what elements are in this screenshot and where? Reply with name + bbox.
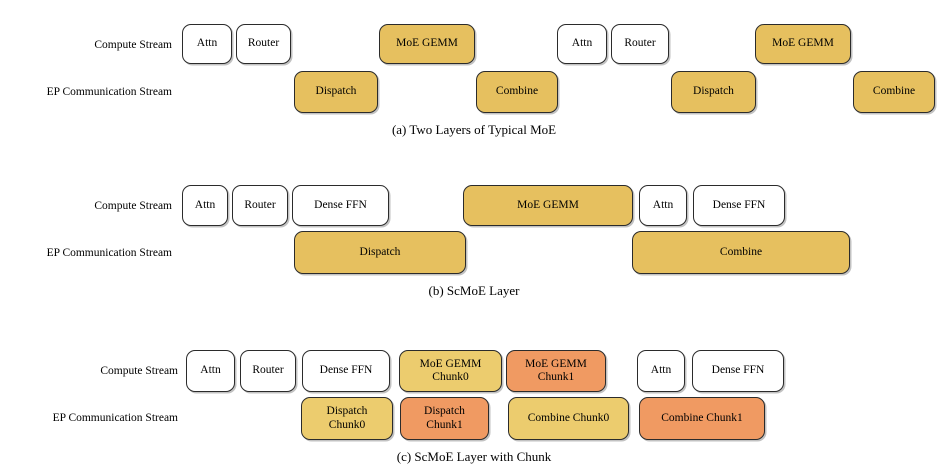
- compute-stream-label-c: Compute Stream: [100, 365, 178, 377]
- compute-stream-label-a: Compute Stream: [94, 39, 172, 51]
- block-dispatch-chunk1[interactable]: Dispatch Chunk1: [400, 397, 489, 440]
- block-moe-gemm-1[interactable]: MoE GEMM: [379, 24, 475, 64]
- block-combine-1[interactable]: Combine: [476, 71, 558, 113]
- block-router-1[interactable]: Router: [240, 350, 296, 392]
- block-attn-1[interactable]: Attn: [186, 350, 235, 392]
- ep-communication-stream-label-c: EP Communication Stream: [52, 412, 178, 424]
- panel-c: Compute Stream EP Communication Stream A…: [0, 330, 948, 474]
- block-dispatch-1[interactable]: Dispatch: [294, 231, 466, 274]
- block-combine-2[interactable]: Combine: [853, 71, 935, 113]
- panel-a: Compute Stream EP Communication Stream A…: [0, 0, 948, 140]
- caption-a: (a) Two Layers of Typical MoE: [391, 122, 557, 137]
- block-combine-chunk0[interactable]: Combine Chunk0: [508, 397, 629, 440]
- block-attn-2[interactable]: Attn: [557, 24, 607, 64]
- ep-communication-stream-label-a: EP Communication Stream: [46, 86, 172, 98]
- block-router-1[interactable]: Router: [232, 185, 288, 226]
- block-dense-ffn-1[interactable]: Dense FFN: [302, 350, 390, 392]
- block-attn-2[interactable]: Attn: [637, 350, 685, 392]
- block-router-1[interactable]: Router: [236, 24, 291, 64]
- block-attn-1[interactable]: Attn: [182, 24, 232, 64]
- block-attn-2[interactable]: Attn: [639, 185, 687, 226]
- block-attn-1[interactable]: Attn: [182, 185, 228, 226]
- caption-c: (c) ScMoE Layer with Chunk: [396, 449, 552, 464]
- caption-b: (b) ScMoE Layer: [428, 283, 520, 298]
- block-combine-chunk1[interactable]: Combine Chunk1: [639, 397, 765, 440]
- ep-communication-stream-label-b: EP Communication Stream: [46, 247, 172, 259]
- block-dense-ffn-2[interactable]: Dense FFN: [693, 185, 785, 226]
- block-combine-1[interactable]: Combine: [632, 231, 850, 274]
- block-dispatch-2[interactable]: Dispatch: [671, 71, 756, 113]
- block-moe-gemm-chunk0[interactable]: MoE GEMM Chunk0: [399, 350, 502, 392]
- block-moe-gemm-2[interactable]: MoE GEMM: [755, 24, 851, 64]
- block-dense-ffn-1[interactable]: Dense FFN: [292, 185, 389, 226]
- block-dispatch-1[interactable]: Dispatch: [294, 71, 378, 113]
- compute-stream-label-b: Compute Stream: [94, 200, 172, 212]
- block-dispatch-chunk0[interactable]: Dispatch Chunk0: [301, 397, 393, 440]
- block-moe-gemm-1[interactable]: MoE GEMM: [463, 185, 633, 226]
- panel-b: Compute Stream EP Communication Stream A…: [0, 160, 948, 305]
- block-moe-gemm-chunk1[interactable]: MoE GEMM Chunk1: [506, 350, 606, 392]
- block-dense-ffn-2[interactable]: Dense FFN: [692, 350, 784, 392]
- block-router-2[interactable]: Router: [611, 24, 669, 64]
